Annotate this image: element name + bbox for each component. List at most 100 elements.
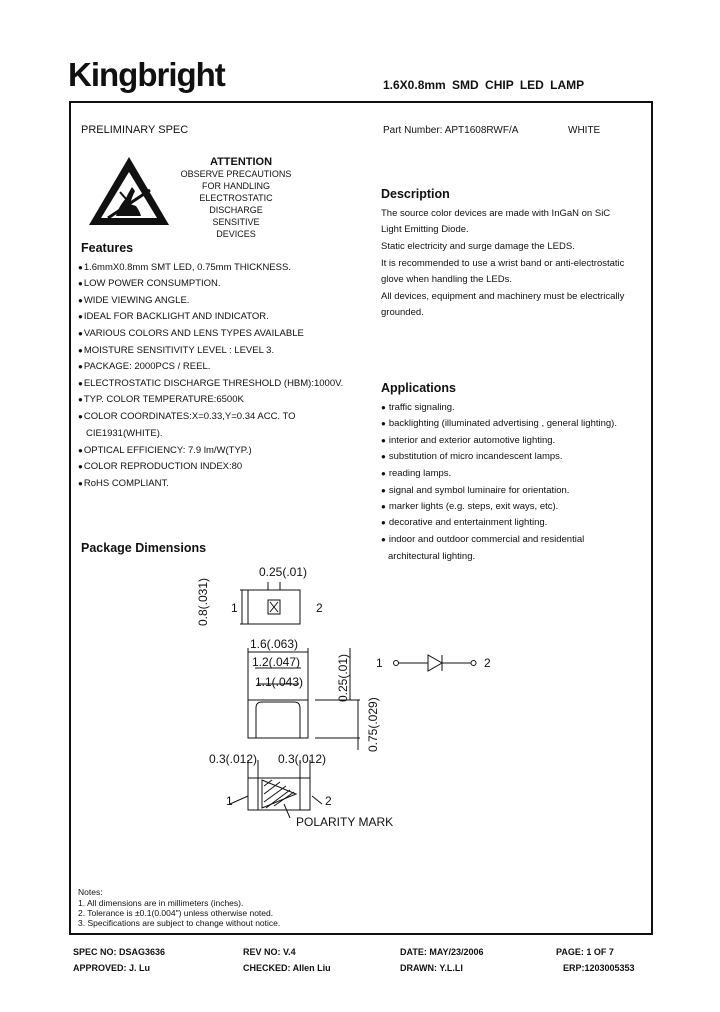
attention-line: FOR HANDLING <box>201 181 270 191</box>
bullet-icon: ● <box>78 362 83 371</box>
application-item-continuation: architectural lighting. <box>388 551 476 562</box>
description-line: Light Emitting Diode. <box>381 224 469 235</box>
attention-line: DEVICES <box>216 229 256 239</box>
top-view-chip <box>267 599 281 615</box>
bullet-icon: ● <box>381 518 386 527</box>
application-item: ●substitution of micro incandescent lamp… <box>381 451 563 462</box>
feature-item: ●IDEAL FOR BACKLIGHT AND INDICATOR. <box>78 311 269 322</box>
pin1-label: 1 <box>231 601 238 615</box>
emission-color: WHITE <box>568 125 601 136</box>
dim-pad-left: 0.3(.012) <box>209 752 258 766</box>
schematic-pin2-label: 2 <box>484 656 491 670</box>
footer-checked: CHECKED: Allen Liu <box>243 963 331 973</box>
dim-inner1: 1.2(.047) <box>252 655 301 669</box>
description-line: glove when handling the LEDs. <box>381 274 512 285</box>
bullet-icon: ● <box>381 502 386 511</box>
feature-item: ●WIDE VIEWING ANGLE. <box>78 295 190 306</box>
description-line: Static electricity and surge damage the … <box>381 241 575 252</box>
application-item: ●traffic signaling. <box>381 402 455 413</box>
schematic-pin1-label: 1 <box>376 656 383 670</box>
bottom-view-body <box>247 777 311 811</box>
feature-item: ●1.6mmX0.8mm SMT LED, 0.75mm THICKNESS. <box>78 262 291 273</box>
bullet-icon: ● <box>78 296 83 305</box>
features-heading: Features <box>81 241 134 255</box>
part-number: Part Number: APT1608RWF/A <box>383 125 519 136</box>
document-title: 1.6X0.8mm SMD CHIP LED LAMP <box>383 78 585 92</box>
application-item: ●interior and exterior automotive lighti… <box>381 435 556 446</box>
feature-item-continuation: CIE1931(WHITE). <box>86 428 163 439</box>
applications-heading: Applications <box>381 381 457 395</box>
bullet-icon: ● <box>381 436 386 445</box>
application-item: ●reading lamps. <box>381 468 452 479</box>
side-view-body <box>247 699 309 739</box>
polarity-triangle <box>261 779 298 809</box>
spec-frame <box>69 101 653 935</box>
dim-top-width: 0.25(.01) <box>259 565 308 579</box>
pin2-label: 2 <box>316 601 323 615</box>
spec-status: PRELIMINARY SPEC <box>81 124 189 136</box>
feature-item: ●COLOR COORDINATES:X=0.33,Y=0.34 ACC. TO <box>78 411 296 422</box>
feature-item: ●PACKAGE: 2000PCS / REEL. <box>78 361 211 372</box>
feature-item: ●MOISTURE SENSITIVITY LEVEL : LEVEL 3. <box>78 345 275 356</box>
bullet-icon: ● <box>78 329 83 338</box>
application-item: ●marker lights (e.g. steps, exit ways, e… <box>381 501 559 512</box>
footer-drawn: DRAWN: Y.L.LI <box>400 963 463 973</box>
bullet-icon: ● <box>78 263 83 272</box>
bullet-icon: ● <box>78 395 83 404</box>
application-item: ●decorative and entertainment lighting. <box>381 517 548 528</box>
attention-line: SENSITIVE <box>212 217 260 227</box>
attention-title: ATTENTION <box>209 156 273 168</box>
footer-spec-no: SPEC NO: DSAG3636 <box>73 947 166 957</box>
bullet-icon: ● <box>78 446 83 455</box>
application-item: ●signal and symbol luminaire for orienta… <box>381 485 570 496</box>
package-drawing <box>229 582 360 819</box>
dim-side: 0.25(.01) <box>336 653 350 702</box>
note-line: 1. All dimensions are in millimeters (in… <box>78 898 244 908</box>
package-dimensions-heading: Package Dimensions <box>81 541 207 555</box>
bullet-icon: ● <box>78 279 83 288</box>
dim-pad-right: 0.3(.012) <box>278 752 327 766</box>
note-line: 3. Specifications are subject to change … <box>78 918 281 928</box>
bullet-icon: ● <box>78 412 83 421</box>
description-heading: Description <box>381 187 450 201</box>
bullet-icon: ● <box>78 462 83 471</box>
footer-erp: ERP:1203005353 <box>563 963 635 973</box>
bullet-icon: ● <box>78 479 83 488</box>
esd-warning-icon <box>89 157 169 225</box>
application-item: ●backlighting (illuminated advertising ,… <box>381 418 617 429</box>
feature-item: ●OPTICAL EFFICIENCY: 7.9 lm/W(TYP.) <box>78 445 252 456</box>
polarity-mark-label: POLARITY MARK <box>296 815 394 829</box>
dim-thickness: 0.75(.029) <box>366 697 380 752</box>
description-line: grounded. <box>381 307 424 318</box>
bottom-pin2-label: 2 <box>325 794 332 808</box>
bullet-icon: ● <box>78 379 83 388</box>
bullet-icon: ● <box>381 535 386 544</box>
bullet-icon: ● <box>381 403 386 412</box>
bullet-icon: ● <box>78 312 83 321</box>
description-line: It is recommended to use a wrist band or… <box>381 258 625 269</box>
footer-rev-no: REV NO: V.4 <box>243 947 296 957</box>
dim-length: 1.6(.063) <box>250 637 299 651</box>
bullet-icon: ● <box>381 419 386 428</box>
bullet-icon: ● <box>381 486 386 495</box>
feature-item: ●RoHS COMPLIANT. <box>78 478 169 489</box>
attention-line: DISCHARGE <box>209 205 263 215</box>
bullet-icon: ● <box>78 346 83 355</box>
footer-date: DATE: MAY/23/2006 <box>400 947 484 957</box>
feature-item: ●TYP. COLOR TEMPERATURE:6500K <box>78 394 244 405</box>
footer-approved: APPROVED: J. Lu <box>73 963 151 973</box>
application-item: ●indoor and outdoor commercial and resid… <box>381 534 585 545</box>
bottom-pin1-label: 1 <box>226 794 233 808</box>
bullet-icon: ● <box>381 452 386 461</box>
feature-item: ●ELECTROSTATIC DISCHARGE THRESHOLD (HBM)… <box>78 378 344 389</box>
bullet-icon: ● <box>381 469 386 478</box>
description-line: All devices, equipment and machinery mus… <box>381 291 625 302</box>
feature-item: ●VARIOUS COLORS AND LENS TYPES AVAILABLE <box>78 328 304 339</box>
description-line: The source color devices are made with I… <box>381 208 611 219</box>
note-line: 2. Tolerance is ±0.1(0.004") unless othe… <box>78 908 274 918</box>
dim-height: 0.8(.031) <box>196 577 210 626</box>
footer-page: PAGE: 1 OF 7 <box>556 947 614 957</box>
attention-line: OBSERVE PRECAUTIONS <box>180 169 292 179</box>
notes-title: Notes: <box>78 887 103 897</box>
feature-item: ●LOW POWER CONSUMPTION. <box>78 278 221 289</box>
